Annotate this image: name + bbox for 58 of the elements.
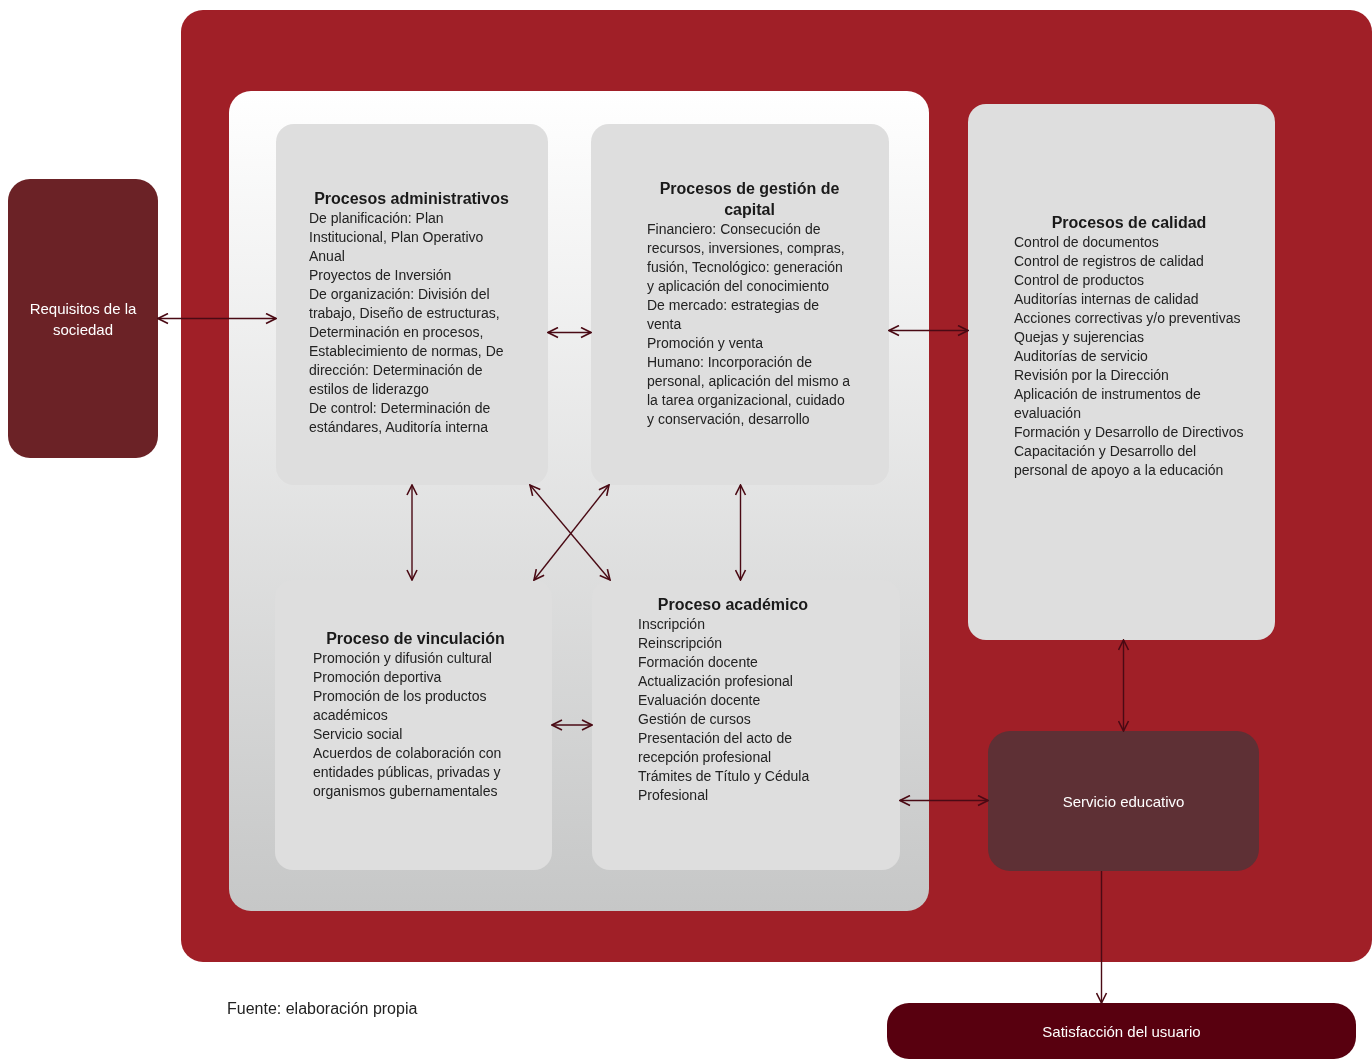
source-caption: Fuente: elaboración propia [227,1000,418,1018]
list-item: De organización: División del trabajo, Diseño de estructuras, Determinación en procesos, Establecimiento de normas, De dirección: Determinación de estilos de liderazgo [309,285,505,399]
list-item: Inscripción [638,615,706,634]
list-item: Promoción deportiva [313,668,443,687]
section-heading: Procesos de calidad [1050,213,1208,233]
service-box [988,731,1259,871]
list-item: De control: Determinación de estándares, Auditoría interna [309,399,492,437]
list-item: Trámites de Título y Cédula Profesional [638,767,811,805]
double-arrow [734,484,747,581]
list-item: Formación docente [638,653,759,672]
list-item: Promoción y venta [647,334,764,353]
list-item: Presentación del acto de recepción profesional [638,729,794,767]
list-item: Servicio social [313,725,404,744]
double-arrow [888,324,969,337]
list-item: Aplicación de instrumentos de evaluación [1014,385,1202,423]
list-item: Acciones correctivas y/o preventivas [1014,309,1242,328]
list-item: Auditorías de servicio [1014,347,1149,366]
list-item: Proyectos de Inversión [309,266,453,285]
section-heading: Procesos de gestión de capital [658,179,841,220]
list-item: Humano: Incorporación de personal, aplicación del mismo a la tarea organizacional, cuidado y conservación, desarrollo [647,353,852,429]
list-item: Promoción y difusión cultural [313,649,493,668]
inner-panel [229,91,929,911]
list-item: De mercado: estrategias de venta [647,296,820,334]
list-item: Evaluación docente [638,691,762,710]
list-item: Control de productos [1014,271,1145,290]
list-item: Auditorías internas de calidad [1014,290,1200,309]
process-box [276,124,548,485]
list-item: Promoción de los productos académicos [313,687,488,725]
background-panel [181,10,1372,962]
list-item: Formación y Desarrollo de Directivos [1014,423,1244,442]
box-label: Servicio educativo [1061,791,1186,812]
list-item: Gestión de cursos [638,710,752,729]
double-arrow [406,484,418,581]
input-box [8,179,158,458]
list-item: Revisión por la Dirección [1014,366,1170,385]
list-item: Financiero: Consecución de recursos, inversiones, compras, fusión, Tecnológico: generación y aplicación del conocimiento [647,220,846,296]
list-item: Reinscripción [638,634,724,653]
list-item: Quejas y sujerencias [1014,328,1145,347]
section-heading: Proceso académico [656,595,810,615]
double-arrow [899,794,989,807]
box-label: Satisfacción del usuario [1041,1021,1202,1042]
list-item: Control de documentos [1014,233,1160,252]
process-box [968,104,1275,640]
box-label: Requisitos de la sociedad [28,298,138,340]
section-heading: Proceso de vinculación [325,629,506,649]
double-arrow [1117,639,1130,732]
double-arrow [547,326,592,339]
list-item: De planificación: Plan Institucional, Plan Operativo Anual [309,209,485,266]
double-arrow [551,719,593,731]
section-heading: Procesos administrativos [313,189,510,209]
list-item: Acuerdos de colaboración con entidades públicas, privadas y organismos gubernamentales [313,744,503,801]
list-item: Control de registros de calidad [1014,252,1205,271]
list-item: Actualización profesional [638,672,794,691]
process-box [591,124,889,485]
double-arrow [1095,870,1108,1004]
list-item: Capacitación y Desarrollo del personal de apoyo a la educación [1014,442,1225,480]
double-arrow [157,312,277,325]
output-box [887,1003,1356,1059]
